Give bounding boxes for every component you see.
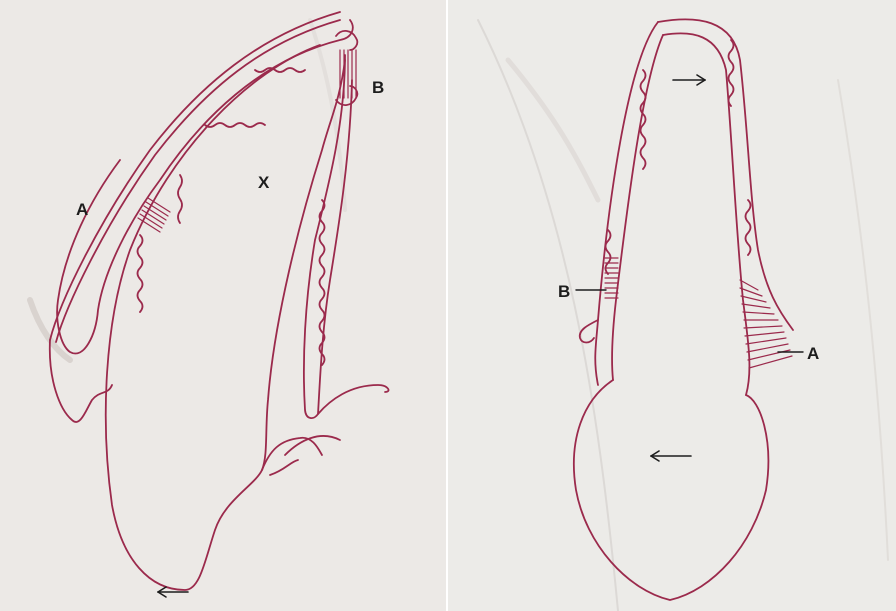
right-stalk-tail	[318, 385, 389, 414]
inner-body-lower	[262, 438, 322, 470]
left-shoulder	[580, 320, 598, 343]
faint-ghost-line	[838, 80, 888, 560]
inner-body	[106, 45, 345, 590]
arrow-left	[651, 451, 691, 461]
inner-body-lower	[270, 460, 298, 475]
right-stalk	[304, 55, 352, 418]
wavy-lining	[255, 68, 305, 72]
left-figure: A B X	[0, 0, 448, 611]
bottom-bulb	[574, 380, 768, 600]
faint-ghost-line	[508, 60, 598, 200]
outer-envelope	[595, 22, 658, 385]
wavy-lining	[746, 200, 751, 255]
label-b: B	[558, 283, 570, 300]
outer-sheath-line	[50, 12, 340, 340]
inner-column	[612, 35, 663, 380]
label-b: B	[372, 79, 384, 96]
label-x: X	[258, 174, 269, 191]
striated-band-a	[740, 280, 792, 368]
wavy-lining	[205, 123, 265, 127]
right-figure-drawing	[448, 0, 896, 611]
inner-column	[663, 33, 749, 395]
wavy-lining	[138, 235, 143, 312]
label-a: A	[76, 201, 88, 218]
right-figure: B A	[448, 0, 896, 611]
wavy-lining	[729, 40, 734, 106]
outer-sheath-line	[56, 20, 340, 342]
label-a: A	[807, 345, 819, 362]
outer-arm	[57, 20, 353, 354]
wavy-lining	[320, 200, 325, 365]
arrow-right	[673, 75, 705, 85]
wavy-lining	[178, 175, 182, 223]
